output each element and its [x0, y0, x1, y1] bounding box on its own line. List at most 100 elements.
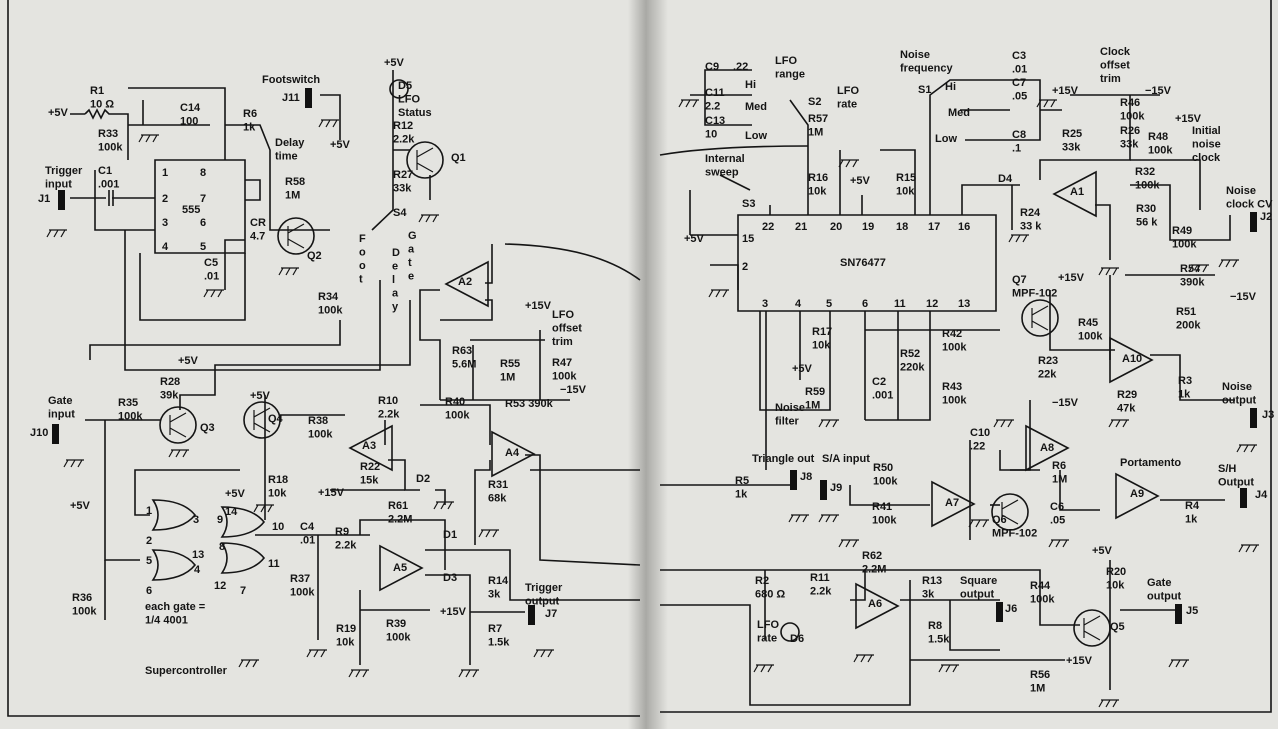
- component-label: Gate: [48, 395, 72, 407]
- component-label: 1M: [285, 190, 300, 202]
- component-label: 100k: [942, 395, 967, 407]
- component-label: e: [408, 271, 414, 283]
- wire: [1039, 95, 1131, 180]
- component-label: 100k: [98, 142, 123, 154]
- component-label: 100k: [308, 429, 333, 441]
- jack-icon: [1240, 488, 1247, 508]
- component-label: 3: [162, 217, 168, 229]
- component-label: input: [48, 409, 75, 421]
- component-label: 3: [762, 298, 768, 310]
- component-label: Output: [1218, 477, 1254, 489]
- op-amp: [348, 424, 393, 472]
- component-label: R49: [1172, 225, 1192, 237]
- ground-symbol: [253, 504, 274, 513]
- wire: [225, 124, 330, 231]
- wire: [425, 574, 471, 665]
- wire: [660, 580, 911, 706]
- component-label: R28: [160, 376, 180, 388]
- wire: [128, 100, 210, 126]
- component-label: 5: [200, 241, 206, 253]
- jack-icon: [58, 190, 65, 210]
- component-label: J5: [1186, 605, 1198, 617]
- component-label: −15V: [560, 384, 587, 396]
- ground-symbol: [678, 99, 699, 108]
- ground-symbol: [1188, 264, 1209, 273]
- component-label: D3: [443, 572, 457, 584]
- ground-symbol: [203, 289, 224, 298]
- component-label: R13: [922, 575, 942, 587]
- wire: [999, 450, 1040, 471]
- component-label: 17: [928, 221, 940, 233]
- component-label: 100k: [1120, 111, 1145, 123]
- component-label: 100k: [872, 515, 897, 527]
- transistor-symbol: [406, 141, 444, 179]
- component-label: +5V: [48, 107, 69, 119]
- ground-symbol: [968, 519, 989, 528]
- component-label: 100k: [1078, 331, 1103, 343]
- component-label: J10: [30, 427, 48, 439]
- op-amp: [1115, 472, 1160, 520]
- component-label: A6: [868, 598, 882, 610]
- component-label: R42: [942, 328, 962, 340]
- component-label: Noise: [1222, 381, 1252, 393]
- component-label: 20: [830, 221, 842, 233]
- component-label: 3k: [488, 589, 501, 601]
- ground-symbol: [138, 134, 159, 143]
- component-label: Delay: [275, 137, 305, 149]
- component-label: R16: [808, 172, 828, 184]
- component-label: 4.7: [250, 231, 265, 243]
- transistor-symbol: [159, 406, 197, 444]
- wire: [850, 570, 866, 601]
- component-label: R25: [1062, 128, 1082, 140]
- component-label: +15V: [318, 487, 345, 499]
- jack-icon: [790, 470, 797, 490]
- wire: [224, 239, 245, 290]
- component-label: 555: [182, 204, 200, 216]
- component-label: 10k: [1106, 580, 1125, 592]
- component-label: S/A input: [822, 453, 870, 465]
- wire: [1095, 204, 1111, 260]
- component-label: clock CV: [1226, 199, 1273, 211]
- component-label: R32: [1135, 166, 1155, 178]
- component-label: .05: [1050, 515, 1065, 527]
- component-label: Hi: [745, 79, 756, 91]
- component-label: J2: [1260, 211, 1272, 223]
- component-label: C14: [180, 102, 201, 114]
- component-label: 1.5k: [488, 637, 510, 649]
- component-label: e: [392, 261, 398, 273]
- component-label: 6: [862, 298, 868, 310]
- component-label: 2: [742, 261, 748, 273]
- component-label: 47k: [1117, 403, 1136, 415]
- component-label: R12: [393, 120, 413, 132]
- component-label: J1: [38, 193, 50, 205]
- component-label: 1M: [500, 372, 515, 384]
- component-label: 13: [192, 549, 204, 561]
- component-label: 100k: [290, 587, 315, 599]
- component-label: C3: [1012, 50, 1026, 62]
- component-label: Trigger: [525, 582, 563, 594]
- component-label: 12: [926, 298, 938, 310]
- component-label: R55: [500, 358, 520, 370]
- transistor-symbol: [277, 217, 315, 255]
- wire: [124, 230, 381, 371]
- component-label: +5V: [684, 233, 705, 245]
- component-label: R33: [98, 128, 118, 140]
- component-label: 100k: [1030, 594, 1055, 606]
- component-label: A10: [1122, 353, 1142, 365]
- component-label: 10 Ω: [90, 99, 114, 111]
- wire: [419, 289, 441, 400]
- wire: [7, 0, 640, 717]
- component-label: R45: [1078, 317, 1098, 329]
- wire: [359, 519, 446, 570]
- component-label: R34: [318, 291, 339, 303]
- component-label: 2: [162, 193, 168, 205]
- components: [46, 79, 1259, 708]
- nor-gate-symbol: [220, 542, 266, 574]
- op-amp: [444, 260, 489, 308]
- transistor-symbol: [1021, 299, 1059, 337]
- wire: [789, 99, 809, 215]
- wire: [320, 94, 341, 140]
- wire: [710, 264, 739, 290]
- ground-symbol: [46, 229, 67, 238]
